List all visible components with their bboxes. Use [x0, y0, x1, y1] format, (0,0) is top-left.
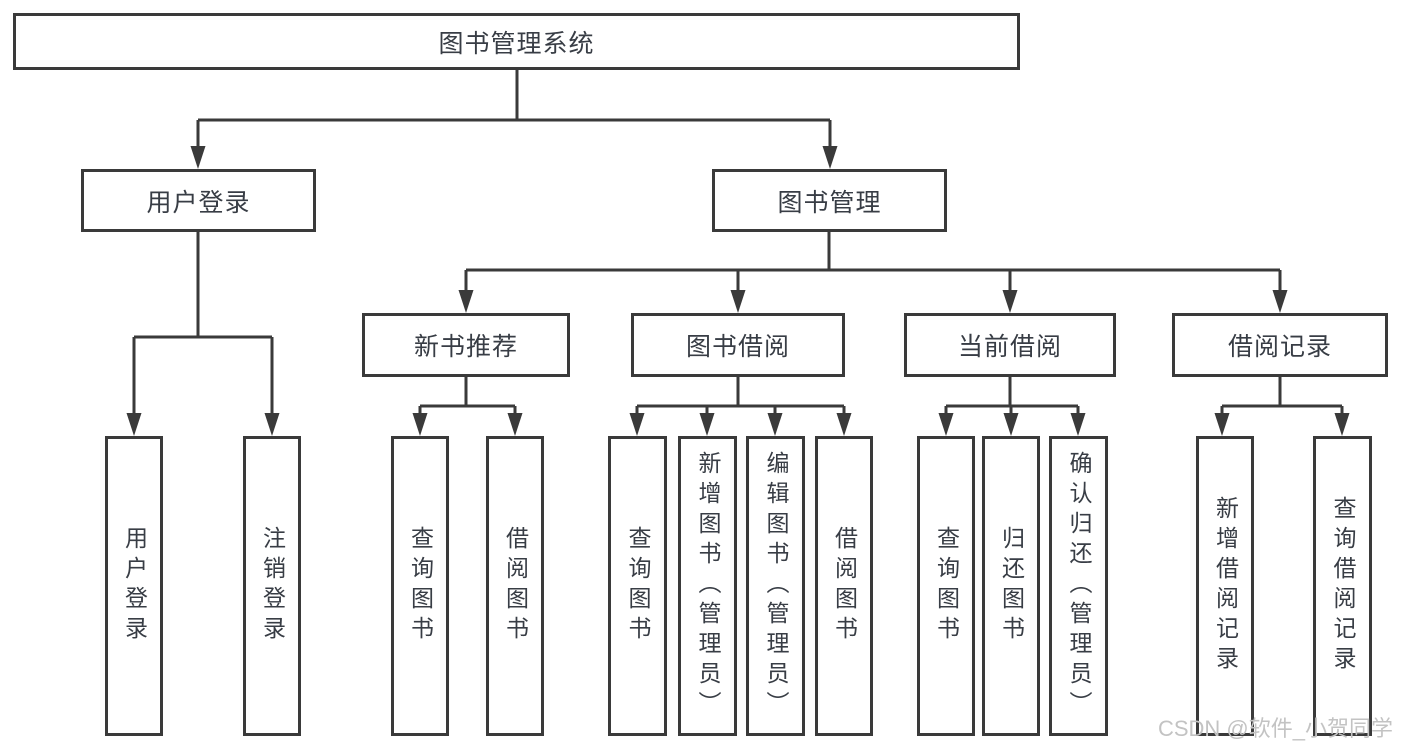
node-book-management: 图书管理	[712, 169, 947, 232]
leaf-cb-return-books: 归还图书	[982, 436, 1040, 736]
node-book-borrowing: 图书借阅	[631, 313, 845, 377]
leaf-bb-add-books-admin: 新增图书（管理员）	[678, 436, 737, 736]
csdn-watermark: CSDN @软件_小贺同学	[1157, 716, 1393, 741]
leaf-logout: 注销登录	[243, 436, 301, 736]
leaf-bb-edit-books-admin: 编辑图书（管理员）	[746, 436, 805, 736]
leaf-br-add-record: 新增借阅记录	[1196, 436, 1254, 736]
arrowheads	[126, 146, 1350, 436]
node-user-login: 用户登录	[81, 169, 316, 232]
node-new-book-recommendation: 新书推荐	[362, 313, 570, 377]
leaf-user-login: 用户登录	[105, 436, 163, 736]
leaf-bb-query-books: 查询图书	[608, 436, 667, 736]
node-borrowing-records: 借阅记录	[1172, 313, 1388, 377]
node-current-borrowing: 当前借阅	[904, 313, 1116, 377]
leaf-nbr-query-books: 查询图书	[391, 436, 449, 736]
leaf-cb-confirm-return-admin: 确认归还（管理员）	[1049, 436, 1108, 736]
leaf-br-query-record: 查询借阅记录	[1313, 436, 1372, 736]
leaf-cb-query-books: 查询图书	[917, 436, 975, 736]
node-root: 图书管理系统	[13, 13, 1020, 70]
leaf-bb-borrow-books: 借阅图书	[815, 436, 873, 736]
leaf-nbr-borrow-books: 借阅图书	[486, 436, 544, 736]
